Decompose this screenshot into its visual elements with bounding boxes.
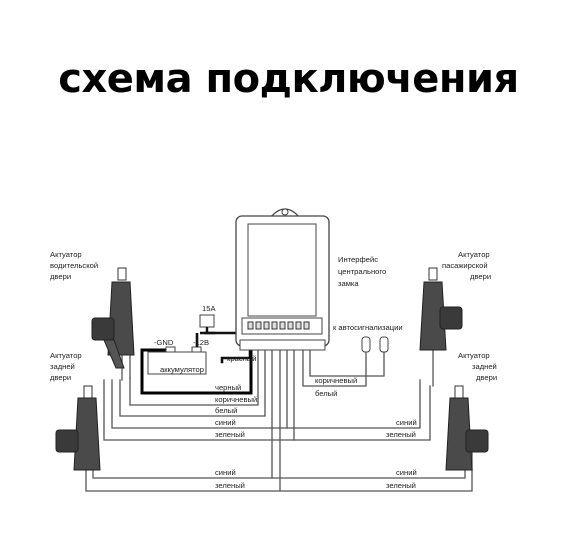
actuator-rear-left — [55, 385, 101, 471]
battery-group: -GND -12В аккумулятор 15А — [147, 304, 216, 375]
label-red: красный — [227, 354, 256, 363]
actuator-label-passenger: Актуатор пасажирской двери — [442, 250, 491, 281]
label-blue-4: синий — [396, 468, 417, 477]
label-green-1: зеленый — [215, 430, 245, 439]
label-blue-2: синий — [396, 418, 417, 427]
svg-text:двери: двери — [50, 272, 71, 281]
label-blue-1: синий — [215, 418, 236, 427]
wire-brown — [129, 349, 259, 406]
actuator-passenger-door — [419, 267, 463, 351]
svg-text:двери: двери — [470, 272, 491, 281]
interface-label-1: Интерфейс — [338, 255, 378, 264]
actuator-label-driver: Актуатор водительской двери — [50, 250, 98, 281]
wire-black — [140, 348, 253, 395]
label-green-3: зеленый — [215, 481, 245, 490]
wire-green-rear — [85, 469, 473, 492]
alarm-connectors — [361, 336, 389, 353]
wire-blue-front — [111, 379, 421, 429]
interface-unit: Интерфейс центрального замка к автосигна… — [235, 208, 403, 353]
actuator-driver-door — [91, 267, 135, 369]
wire-alarm-white — [309, 349, 385, 377]
svg-text:водительской: водительской — [50, 261, 98, 270]
alarm-label: к автосигнализации — [333, 323, 403, 332]
fuse-label: 15А — [202, 304, 216, 313]
label-blue-3: синий — [215, 468, 236, 477]
wire-blue-rear — [92, 469, 466, 479]
interface-label-2: центрального — [338, 267, 386, 276]
svg-text:Актуатор: Актуатор — [50, 351, 82, 360]
actuator-label-rear-left: Актуатор задней двери — [50, 351, 82, 382]
svg-text:задней: задней — [50, 362, 75, 371]
label-brown: коричневый — [215, 395, 257, 404]
svg-text:Актуатор: Актуатор — [458, 351, 490, 360]
label-green-4: зеленый — [386, 481, 416, 490]
battery-plus-label: -12В — [193, 338, 209, 347]
svg-text:Актуатор: Актуатор — [458, 250, 490, 259]
interface-label-3: замка — [338, 279, 359, 288]
wire-white — [119, 349, 266, 417]
wire-labels: красный черный коричневый белый синий зе… — [215, 354, 417, 490]
actuator-label-rear-right: Актуатор задней двери — [458, 351, 497, 382]
label-black: черный — [215, 383, 241, 392]
interface-pins — [247, 321, 310, 330]
battery-label: аккумулятор — [160, 365, 204, 374]
label-alarm-white: белый — [315, 389, 337, 398]
wire-green-front — [103, 379, 431, 441]
svg-text:Актуатор: Актуатор — [50, 250, 82, 259]
svg-text:задней: задней — [472, 362, 497, 371]
svg-text:пасажирской: пасажирской — [442, 261, 488, 270]
label-alarm-brown: коричневый — [315, 376, 357, 385]
actuator-rear-right — [445, 385, 489, 471]
label-white: белый — [215, 406, 237, 415]
page-title: схема подключения — [58, 56, 519, 102]
label-green-2: зеленый — [386, 430, 416, 439]
svg-text:двери: двери — [50, 373, 71, 382]
wire-alarm-brown — [302, 349, 367, 387]
battery-gnd-label: -GND — [154, 338, 174, 347]
svg-text:двери: двери — [476, 373, 497, 382]
